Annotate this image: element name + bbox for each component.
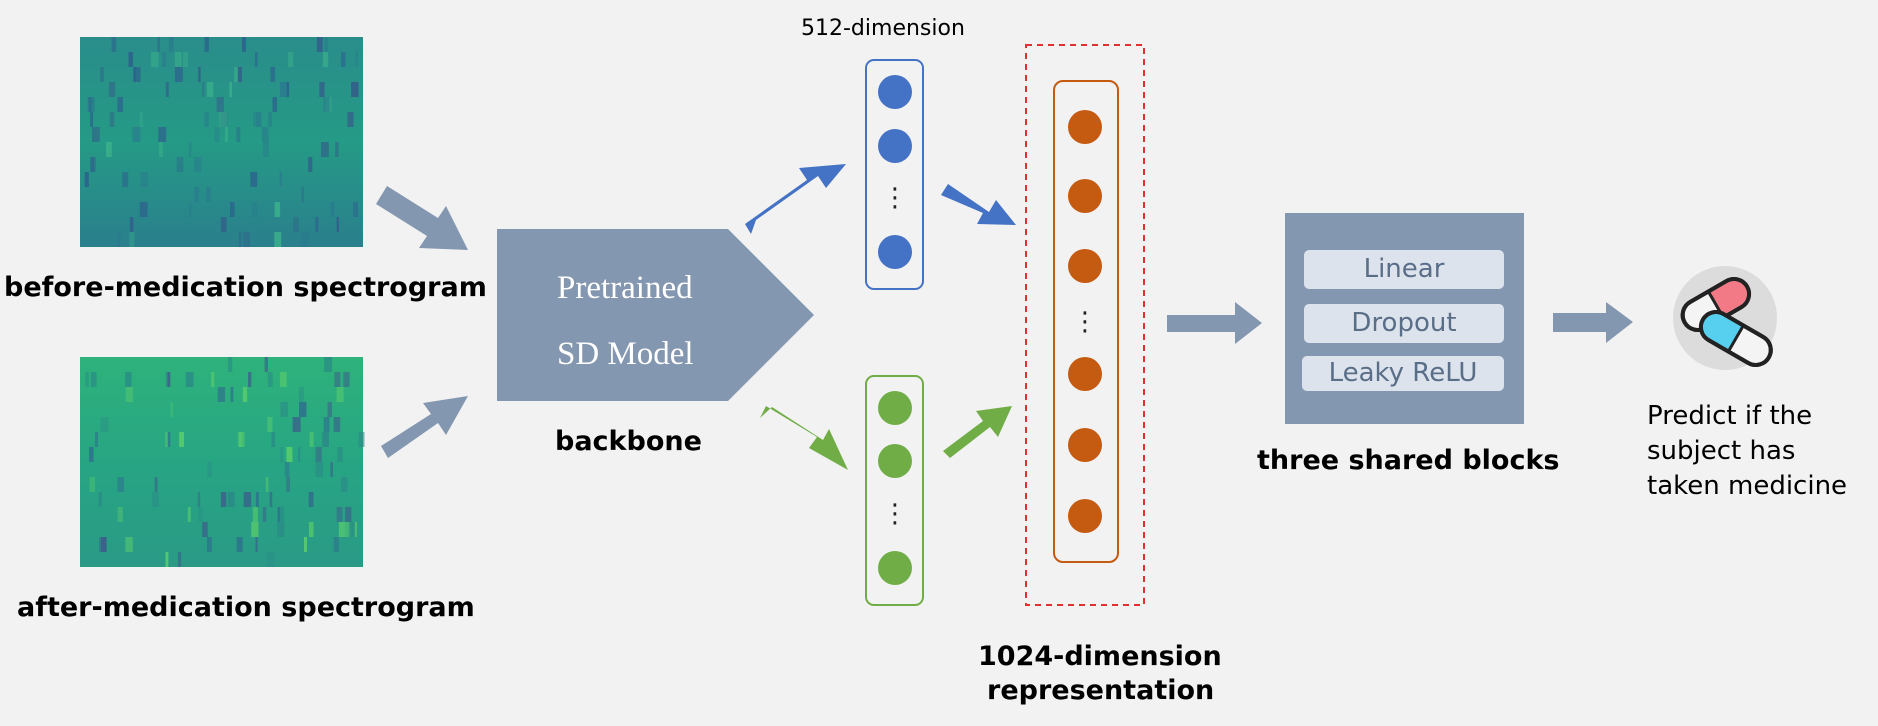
arrow-blue-to-representation bbox=[941, 184, 1016, 225]
dropout-block-label: Dropout bbox=[1351, 308, 1457, 338]
representation-label-line2: representation bbox=[987, 675, 1215, 706]
representation-node bbox=[1068, 499, 1102, 533]
leaky-relu-block-label: Leaky ReLU bbox=[1328, 358, 1478, 388]
arrow-representation-to-blocks bbox=[1167, 302, 1262, 344]
arrow-before-to-backbone bbox=[376, 186, 468, 250]
arrow-backbone-to-blue bbox=[745, 164, 846, 234]
arrow-backbone-to-green bbox=[760, 406, 848, 470]
arrow-after-to-backbone bbox=[381, 396, 468, 458]
blue-vector-box bbox=[865, 59, 924, 290]
representation-node bbox=[1068, 357, 1102, 391]
output-line1: Predict if the bbox=[1647, 401, 1813, 431]
backbone-model-line1: Pretrained bbox=[557, 270, 693, 306]
backbone-model-line2: SD Model bbox=[557, 336, 694, 372]
backbone-label: backbone bbox=[555, 426, 702, 457]
pill-icon bbox=[1673, 266, 1777, 370]
embedding-dimension-label: 512-dimension bbox=[801, 16, 965, 41]
representation-node bbox=[1068, 110, 1102, 144]
blue-vector-node bbox=[878, 75, 912, 109]
leaky-relu-block bbox=[1302, 356, 1504, 391]
representation-ellipsis: ⋮ bbox=[1072, 307, 1098, 337]
blue-vector-node bbox=[878, 235, 912, 269]
representation-vector-box bbox=[1053, 80, 1119, 563]
green-vector-box bbox=[865, 375, 924, 606]
representation-node bbox=[1068, 249, 1102, 283]
representation-label-line1: 1024-dimension bbox=[978, 641, 1222, 672]
arrow-blocks-to-output bbox=[1553, 302, 1633, 343]
output-line2: subject has bbox=[1647, 436, 1796, 466]
green-vector-nodes: ⋮ bbox=[878, 391, 912, 585]
linear-block-label: Linear bbox=[1363, 254, 1445, 284]
concat-dashed-box bbox=[1025, 44, 1145, 606]
representation-nodes: ⋮ bbox=[1068, 110, 1102, 533]
arrow-green-to-representation bbox=[943, 406, 1012, 458]
green-vector-node bbox=[878, 391, 912, 425]
representation-node bbox=[1068, 179, 1102, 213]
blue-vector-nodes: ⋮ bbox=[878, 75, 912, 269]
representation-node bbox=[1068, 428, 1102, 462]
green-vector-node bbox=[878, 551, 912, 585]
linear-block bbox=[1304, 250, 1504, 289]
backbone-model-shape bbox=[497, 229, 814, 401]
after-spectrogram-image bbox=[80, 357, 365, 567]
blue-vector-ellipsis: ⋮ bbox=[882, 183, 908, 213]
before-spectrogram-label: before-medication spectrogram bbox=[4, 272, 487, 303]
green-vector-ellipsis: ⋮ bbox=[882, 499, 908, 529]
output-line3: taken medicine bbox=[1647, 471, 1848, 501]
before-spectrogram-image bbox=[80, 37, 363, 247]
shared-blocks-label: three shared blocks bbox=[1257, 445, 1560, 476]
green-vector-node bbox=[878, 444, 912, 478]
blue-vector-node bbox=[878, 129, 912, 163]
after-spectrogram-label: after-medication spectrogram bbox=[17, 592, 475, 623]
dropout-block bbox=[1304, 304, 1504, 343]
